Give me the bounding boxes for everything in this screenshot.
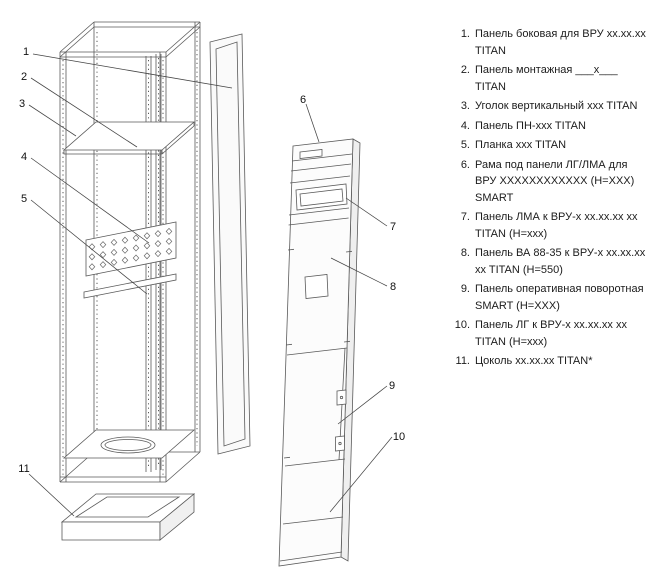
legend-item-number: 4. [460,119,470,132]
callout-4: 4 [21,151,27,163]
legend-item-text: Панель ПН-xxx TITAN [475,119,586,132]
legend-item: 11. Цоколь xx.xx.xx TITAN* [446,353,650,370]
leader-7 [345,197,388,227]
callout-11: 11 [18,463,29,475]
leader-1 [32,53,233,89]
legend-item: 4. Панель ПН-xxx TITAN [446,118,650,135]
bottom-shelf [62,429,196,459]
lma-window-outer [295,183,348,211]
legend-item-text: Цоколь xx.xx.xx TITAN* [475,355,593,367]
legend-item-text: Планка xxx TITAN [475,139,567,151]
callout-8: 8 [390,281,396,293]
parts-legend: 1. Панель боковая для ВРУ xx.xx.xx TITAN… [446,26,650,373]
legend-item: 6. Рама под панели ЛГ/ЛМА для ВРУ XXXXXX… [446,157,650,207]
legend-item-number: 7. [460,211,470,223]
leader-4 [30,157,150,244]
legend-item: 8. Панель ВА 88-35 к ВРУ-х xx.xx.xx xx T… [446,245,650,278]
legend-item: 7. Панель ЛМА к ВРУ-х xx.xx.xx xx TITAN … [446,209,650,242]
legend-item-number: 9. [460,283,470,295]
legend-item: 5. Планка xxx TITAN [446,137,650,154]
legend-item: 9. Панель оперативная поворотная SMART (… [446,281,650,314]
legend-item-number: 11. [455,355,470,367]
leader-9 [337,385,388,425]
legend-item-text: Панель ВА 88-35 к ВРУ-х xx.xx.xx xx TITA… [475,247,646,276]
legend-item-number: 6. [460,158,470,171]
strip-bar [83,273,177,299]
legend-item-text: Панель ЛМА к ВРУ-х xx.xx.xx xx TITAN (H=… [475,211,638,240]
callout-2: 2 [21,71,27,83]
top-vent-slot [299,149,323,159]
legend-item-number: 10. [454,319,470,331]
mounting-panel [62,121,196,155]
leader-11 [28,473,75,517]
callout-1: 1 [23,46,29,58]
front-panel-assembly [278,138,361,567]
leader-5 [30,199,148,295]
leader-2 [30,77,138,148]
square-cutout [304,274,329,299]
legend-item: 10. Панель ЛГ к ВРУ-х xx.xx.xx xx TITAN … [446,317,650,350]
legend-item: 1. Панель боковая для ВРУ xx.xx.xx TITAN [446,26,650,59]
legend-item-text: Рама под панели ЛГ/ЛМА для ВРУ XXXXXXXXX… [475,158,635,204]
callout-7: 7 [390,221,396,233]
legend-item-text: Уголок вертикальный xxx TITAN [475,100,638,112]
leader-3 [28,104,77,137]
callout-6: 6 [300,94,306,106]
legend-item: 3. Уголок вертикальный xxx TITAN [446,98,650,115]
legend-item-number: 1. [460,28,470,40]
leader-10 [329,436,393,513]
side-panel [209,33,251,455]
legend-item-number: 2. [460,64,470,76]
legend-item-text: Панель ЛГ к ВРУ-х xx.xx.xx xx TITAN (H=x… [475,319,627,348]
front-panel-face [278,138,354,567]
legend-item-number: 8. [460,247,470,259]
legend-item-text: Панель оперативная поворотная SMART (H=X… [475,283,644,312]
legend-item-text: Панель монтажная ___x___ TITAN [475,64,618,93]
callout-3: 3 [19,98,25,110]
callout-9: 9 [389,380,395,392]
legend-item-number: 3. [460,100,470,112]
lma-window-inner [299,188,344,207]
callout-5: 5 [21,193,27,205]
hinge-lower [335,435,345,452]
callout-10: 10 [393,431,405,443]
plinth [60,493,196,541]
legend-item: 2. Панель монтажная ___x___ TITAN [446,62,650,95]
callout-numbers: 1 2 3 4 5 6 7 8 9 10 11 [18,46,405,475]
legend-item-text: Панель боковая для ВРУ xx.xx.xx TITAN [475,28,646,57]
hinge-upper [336,389,347,406]
leader-6 [305,103,320,143]
leader-lines [28,53,393,517]
leader-8 [330,257,388,287]
legend-item-number: 5. [460,139,470,151]
